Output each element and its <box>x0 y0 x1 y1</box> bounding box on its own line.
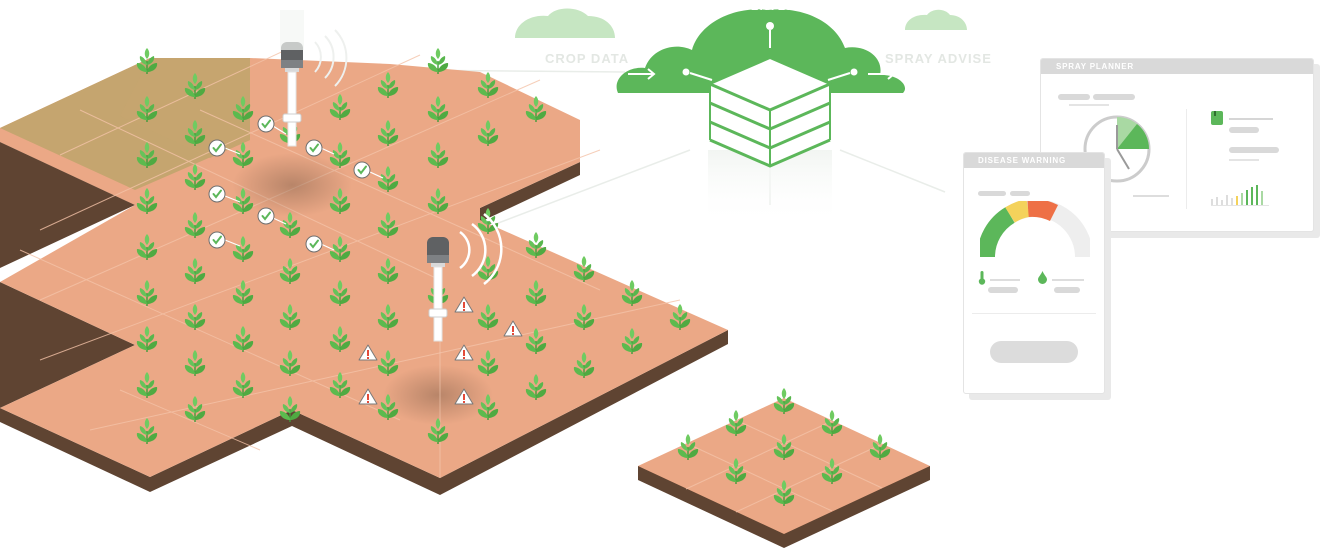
healthy-check-markers <box>208 115 384 253</box>
server-node-top <box>766 22 774 30</box>
placeholder-text-line <box>988 287 1018 293</box>
placeholder-text-line <box>1058 94 1090 100</box>
check-icon <box>305 235 323 253</box>
placeholder-text-line <box>1229 118 1273 120</box>
action-button[interactable] <box>990 341 1078 363</box>
server-stack-icon <box>707 56 833 168</box>
placeholder-text-line <box>1229 127 1259 133</box>
field-sensor-healthy <box>280 10 348 147</box>
small-field <box>638 387 930 548</box>
main-field <box>0 47 728 495</box>
placeholder-text-line <box>1229 147 1279 153</box>
spray-advise-flow-label: SPRAY ADVISE <box>885 51 992 66</box>
spray-history-bar-chart <box>1211 185 1269 206</box>
check-icon <box>208 139 226 157</box>
disease-warning-card[interactable]: DISEASE WARNING <box>963 152 1105 394</box>
placeholder-text-line <box>1054 287 1080 293</box>
field-sensor-warning <box>426 213 503 342</box>
card-divider <box>972 313 1096 314</box>
placeholder-text-line <box>1052 279 1084 281</box>
server-cloud: SERVER <box>616 1 906 225</box>
temperature-icon <box>978 271 986 285</box>
placeholder-text-line <box>1010 191 1030 196</box>
check-icon <box>208 231 226 249</box>
check-icon <box>305 139 323 157</box>
disease-risk-gauge <box>980 201 1090 258</box>
spray-planner-card[interactable]: SPRAY PLANNER <box>1040 58 1314 232</box>
background-clouds <box>515 8 967 38</box>
check-icon <box>208 185 226 203</box>
placeholder-text-line <box>990 279 1020 281</box>
check-icon <box>257 207 275 225</box>
server-label: SERVER <box>742 1 796 13</box>
check-icon <box>257 115 275 133</box>
placeholder-text-line <box>978 191 1006 196</box>
placeholder-text-line <box>1093 94 1135 100</box>
placeholder-text-line <box>1069 104 1109 106</box>
crop-calendar-icon <box>1211 111 1223 125</box>
placeholder-text-line <box>1229 159 1259 161</box>
placeholder-text-line <box>1133 195 1169 197</box>
vertical-divider <box>1186 109 1187 209</box>
check-icon <box>353 161 371 179</box>
crop-data-flow-label: CROP DATA <box>545 51 629 66</box>
disease-warning-title: DISEASE WARNING <box>964 153 1104 168</box>
spray-planner-title: SPRAY PLANNER <box>1041 59 1313 74</box>
humidity-drop-icon <box>1038 271 1047 284</box>
